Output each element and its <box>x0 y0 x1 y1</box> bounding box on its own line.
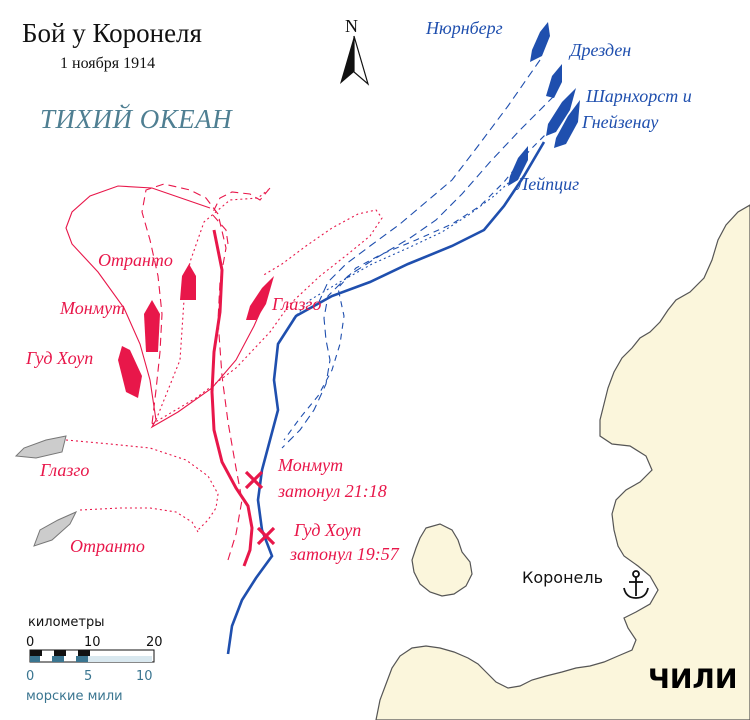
map-title: Бой у Коронеля <box>22 18 202 48</box>
north-arrow-icon: N <box>340 16 370 86</box>
label-good-hope-sunk-time: затонул 19:57 <box>289 544 400 564</box>
scale-nm-tick-10: 10 <box>136 669 153 684</box>
scale-km-tick-20: 20 <box>146 635 163 650</box>
compass-n: N <box>345 16 358 36</box>
ship-leipzig-icon <box>508 146 528 186</box>
scale-bar: километры 0 10 20 0 5 10 морские мили <box>26 615 163 704</box>
german-ships <box>508 22 580 186</box>
ship-monmouth-icon <box>144 300 160 352</box>
sink-marker-good-hope-icon <box>256 526 276 546</box>
mainland-coast <box>375 204 750 720</box>
british-main-track <box>210 229 254 567</box>
british-dotted-track-1 <box>151 209 383 425</box>
ship-gneisenau-icon <box>554 100 580 148</box>
scale-km-tick-10: 10 <box>84 635 101 650</box>
label-monmouth-sunk-time: затонул 21:18 <box>277 481 387 501</box>
scale-nm-tick-5: 5 <box>84 669 92 684</box>
scale-km-tick-0: 0 <box>26 635 34 650</box>
label-otranto: Отранто <box>98 250 173 270</box>
label-glasgow-later: Глазго <box>39 460 89 480</box>
label-dresden: Дрезден <box>568 40 631 60</box>
land-chile <box>375 204 750 720</box>
ship-otranto-later-icon <box>33 510 78 547</box>
label-gneisenau: Гнейзенау <box>581 112 658 132</box>
label-leipzig: Лейпциг <box>515 174 579 194</box>
label-good-hope: Гуд Хоуп <box>25 348 93 368</box>
british-tracks <box>65 183 383 567</box>
map-date: 1 ноября 1914 <box>60 55 155 72</box>
anchor-icon <box>623 570 649 599</box>
british-ships <box>118 264 274 398</box>
british-dashed-track-2 <box>211 187 271 245</box>
german-main-track <box>226 141 546 655</box>
label-glasgow: Глазго <box>271 294 321 314</box>
ship-nurnberg-icon <box>530 22 550 62</box>
ship-otranto-icon <box>180 264 196 300</box>
label-good-hope-sunk: Гуд Хоуп <box>293 520 361 540</box>
german-tracks <box>226 59 561 655</box>
british-ships-scuttled <box>14 435 78 547</box>
ship-scharnhorst-icon <box>546 88 576 136</box>
label-monmouth: Монмут <box>59 298 125 318</box>
german-dotted-track <box>291 175 517 321</box>
label-monmouth-sunk: Монмут <box>277 455 343 475</box>
british-dotted-retreat-1 <box>65 439 219 531</box>
german-dashed-track-2 <box>281 95 555 449</box>
german-dashed-track-3 <box>283 119 561 441</box>
ocean-label: ТИХИЙ ОКЕАН <box>40 103 233 134</box>
scale-nm-tick-0: 0 <box>26 669 34 684</box>
ship-glasgow-icon <box>246 276 274 320</box>
ship-dresden-icon <box>546 64 562 98</box>
ship-good-hope-icon <box>118 346 142 398</box>
german-dashed-track-1 <box>317 59 541 305</box>
ship-glasgow-later-icon <box>14 435 67 459</box>
label-chile: ЧИЛИ <box>648 664 737 695</box>
santa-maria-island <box>411 523 473 597</box>
label-scharnhorst: Шарнхорст и <box>585 86 692 106</box>
scale-km-title: километры <box>28 615 104 630</box>
label-coronel: Коронель <box>522 568 603 587</box>
label-nurnberg: Нюрнберг <box>425 18 503 38</box>
british-dotted-retreat-2 <box>79 507 199 533</box>
british-dashed-track-1 <box>141 183 243 561</box>
sink-marker-monmouth-icon <box>244 470 264 490</box>
scale-nm-title: морские мили <box>26 689 123 704</box>
label-otranto-later: Отранто <box>70 536 145 556</box>
